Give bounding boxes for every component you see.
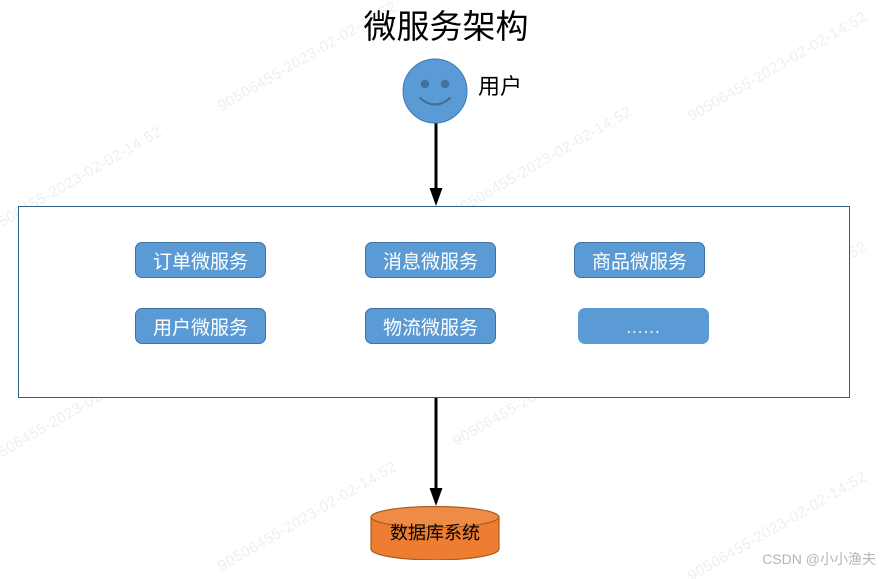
service-chip-product[interactable]: 商品微服务 bbox=[574, 242, 705, 278]
service-chip-logistics[interactable]: 物流微服务 bbox=[365, 308, 496, 344]
database-cylinder-icon[interactable] bbox=[370, 506, 500, 560]
connector-actor-to-container bbox=[428, 120, 444, 208]
service-chip-user[interactable]: 用户微服务 bbox=[135, 308, 266, 344]
service-chip-message[interactable]: 消息微服务 bbox=[365, 242, 496, 278]
csdn-credit: CSDN @小小渔夫 bbox=[762, 551, 876, 567]
microservices-container bbox=[18, 206, 850, 398]
user-smiley-icon bbox=[402, 58, 468, 124]
service-chip-order[interactable]: 订单微服务 bbox=[135, 242, 266, 278]
watermark-text: 90506455-2023-02-02-14:52 bbox=[450, 103, 635, 220]
user-actor-label: 用户 bbox=[478, 74, 523, 99]
service-chip-more[interactable]: ...... bbox=[578, 308, 709, 344]
connector-container-to-database bbox=[428, 398, 444, 508]
page-title: 微服务架构 bbox=[363, 10, 529, 46]
